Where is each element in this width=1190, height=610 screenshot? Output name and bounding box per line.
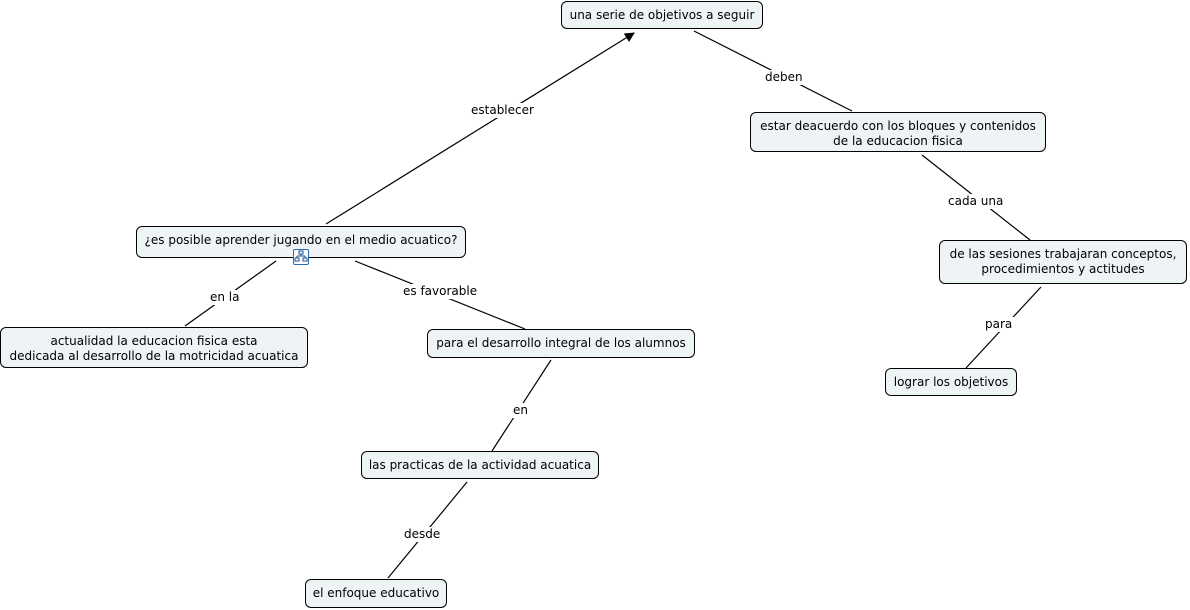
concept-node-practicas[interactable]: las practicas de la actividad acuatica (361, 451, 599, 479)
link-label-en: en (511, 403, 530, 418)
link-label-establecer: establecer (469, 103, 536, 118)
link-label-para: para (983, 317, 1015, 332)
concept-node-desarrollo[interactable]: para el desarrollo integral de los alumn… (427, 329, 695, 358)
link-label-deben: deben (763, 70, 805, 85)
link-label-desde: desde (402, 527, 443, 542)
link-label-es-favorable: es favorable (401, 284, 480, 299)
concept-node-bloques[interactable]: estar deacuerdo con los bloques y conten… (750, 112, 1046, 152)
link-label-cada-una: cada una (946, 194, 1006, 209)
concept-node-sesiones[interactable]: de las sesiones trabajaran conceptos, pr… (939, 240, 1187, 284)
concept-node-lograr[interactable]: lograr los objetivos (885, 368, 1017, 396)
connector-establecer-to-objetivos (325, 32, 635, 225)
concept-node-enfoque[interactable]: el enfoque educativo (305, 579, 447, 608)
concept-node-objetivos[interactable]: una serie de objetivos a seguir (561, 1, 763, 29)
submap-hierarchy-icon[interactable] (293, 249, 309, 265)
hierarchy-icon (294, 250, 308, 262)
concept-node-actualidad[interactable]: actualidad la educacion fisica esta dedi… (0, 327, 308, 368)
concept-node-pregunta[interactable]: ¿es posible aprender jugando en el medio… (136, 226, 466, 258)
link-label-en-la: en la (208, 290, 242, 305)
